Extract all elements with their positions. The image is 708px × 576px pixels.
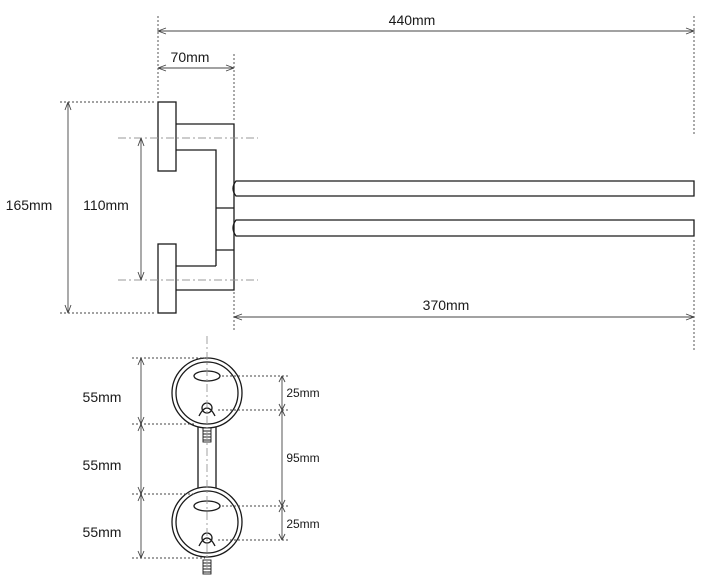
dim-total-length bbox=[157, 16, 695, 136]
dim-rod-spacing-label: 110mm bbox=[83, 197, 129, 213]
lower-rod bbox=[232, 219, 695, 237]
side-elevation bbox=[157, 101, 695, 314]
dim-segments bbox=[132, 357, 205, 559]
dim-holes bbox=[218, 375, 290, 541]
upper-wall-plate bbox=[157, 101, 177, 172]
dim-bracket-depth bbox=[157, 54, 235, 122]
dim-segment-bottom-label: 55mm bbox=[83, 524, 122, 540]
upper-bracket bbox=[176, 123, 235, 268]
dim-segment-middle-label: 55mm bbox=[83, 457, 122, 473]
dim-height bbox=[60, 101, 156, 314]
lower-wall-plate bbox=[157, 243, 177, 314]
dim-rod-spacing bbox=[137, 137, 145, 281]
dim-hole-top-label: 25mm bbox=[286, 386, 319, 400]
dim-rod-length-label: 370mm bbox=[423, 297, 470, 313]
dim-total-length-label: 440mm bbox=[389, 12, 436, 28]
centre-lines-top bbox=[118, 137, 258, 281]
dim-segment-top-label: 55mm bbox=[83, 389, 122, 405]
upper-rod bbox=[232, 180, 695, 197]
dim-rod-length bbox=[233, 240, 695, 352]
lower-bracket bbox=[176, 265, 235, 291]
dim-hole-spacing-label: 95mm bbox=[286, 451, 319, 465]
dim-height-label: 165mm bbox=[6, 197, 53, 213]
dim-bracket-depth-label: 70mm bbox=[171, 49, 210, 65]
dim-hole-bottom-label: 25mm bbox=[286, 517, 319, 531]
